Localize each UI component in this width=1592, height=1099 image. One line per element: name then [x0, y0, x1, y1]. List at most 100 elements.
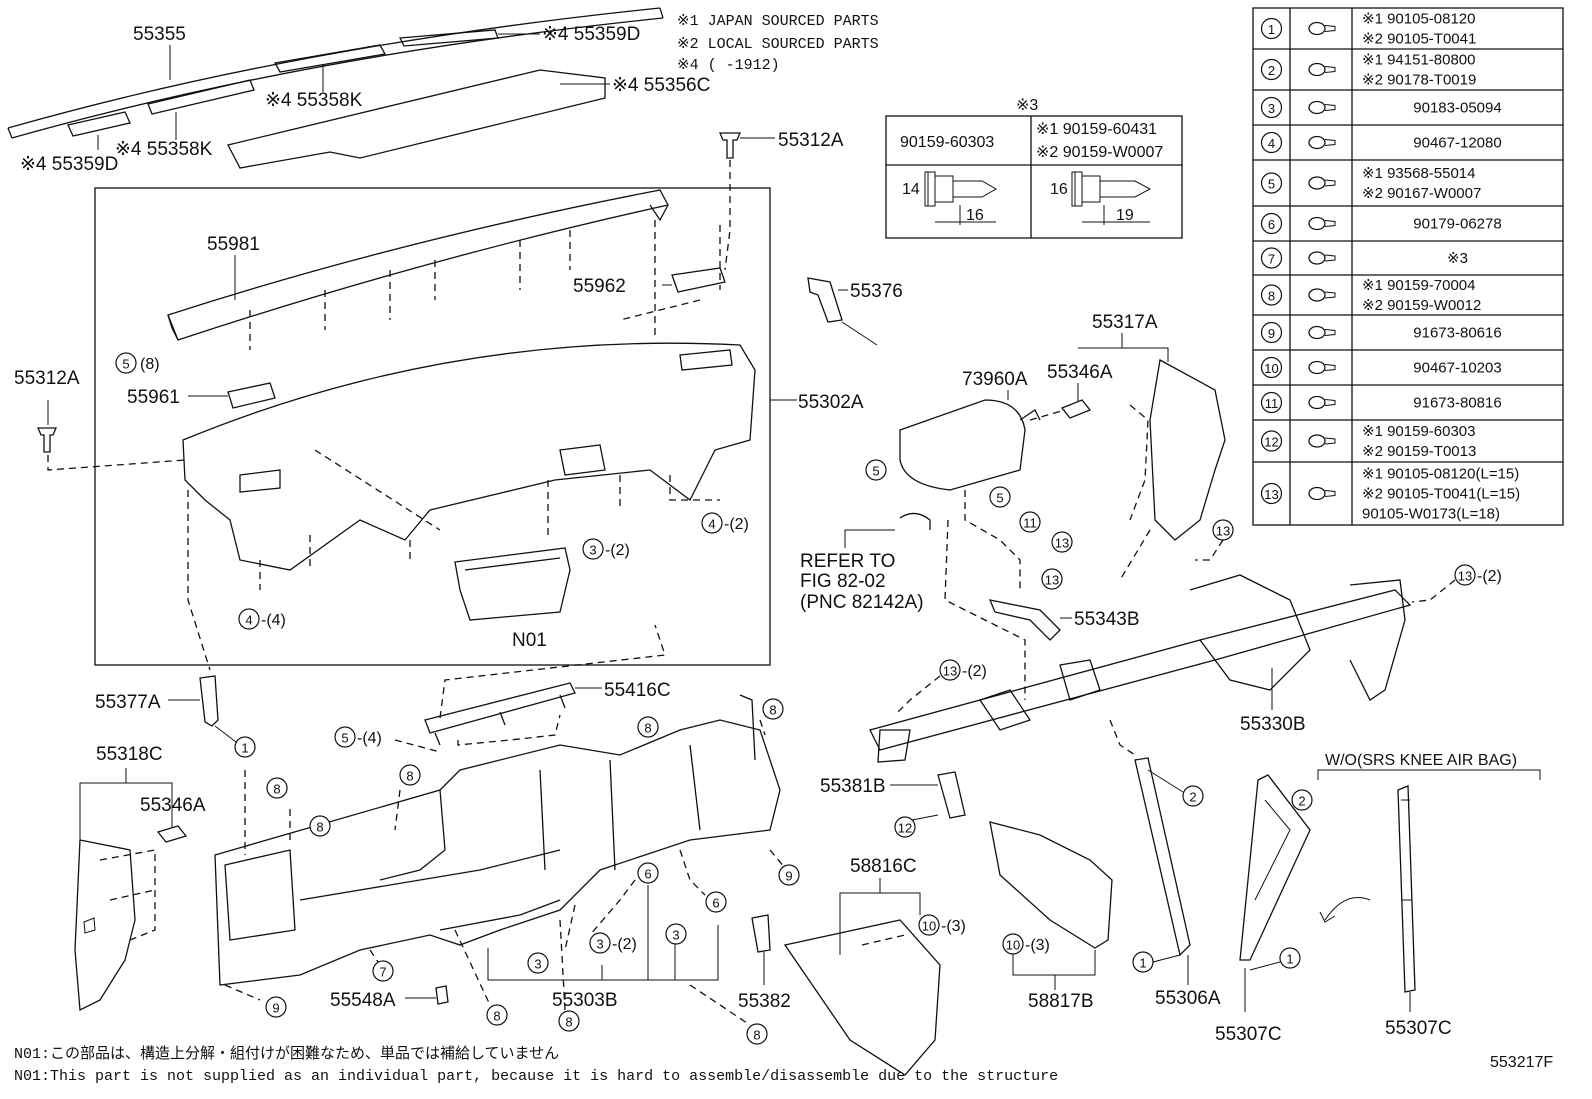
table-row-number: 7	[1268, 252, 1275, 267]
label-55355: 55355	[133, 24, 186, 45]
figure-code: 553217F	[1490, 1054, 1553, 1071]
label-55302A: 55302A	[798, 392, 864, 413]
table-part-number: ※3	[1447, 250, 1468, 267]
table-part-number: ※1 90105-08120(L=15)	[1362, 466, 1519, 483]
callout-9-a: 9	[778, 864, 800, 886]
footer-note-jp: N01:この部品は、構造上分解・組付けが困難なため、単品では補給していません	[14, 1045, 559, 1063]
callout-12: 12	[894, 816, 916, 838]
table-part-number: ※2 90159-T0013	[1362, 443, 1476, 460]
callout-3-b: 3	[665, 923, 687, 945]
table-part-number: 90183-05094	[1413, 100, 1501, 117]
label-55303B: 55303B	[552, 990, 618, 1011]
label-55346A-left: 55346A	[140, 795, 206, 816]
callout-8-f: 8	[486, 1004, 508, 1026]
table-row-number: 3	[1268, 101, 1275, 116]
dash-top-trim-55355	[7, 7, 664, 139]
label-55376: 55376	[850, 281, 903, 302]
side-panel-55317A	[1149, 358, 1226, 541]
callout-8-g: 8	[558, 1010, 580, 1032]
label-55306A: 55306A	[1155, 988, 1221, 1009]
table-row-number-circle	[1260, 284, 1283, 306]
callout-8-h: 8	[746, 1023, 768, 1045]
clip-55548A	[435, 985, 449, 1005]
svg-text:5: 5	[996, 491, 1003, 506]
callout-6-a: 6	[637, 862, 659, 884]
fastener-icon	[1308, 251, 1336, 265]
pad-55359D-left	[67, 111, 131, 137]
brace-55306A	[1134, 757, 1191, 957]
callout-3-2-bot: 3	[589, 932, 611, 954]
callout-9-b: 9	[265, 996, 287, 1018]
fastener-icon	[1308, 395, 1336, 410]
svg-text:13: 13	[1458, 569, 1472, 584]
label-55312A-top: 55312A	[778, 130, 844, 151]
label-55356C: ※4 55356C	[612, 75, 710, 96]
label-55359D-left: ※4 55359D	[20, 154, 118, 175]
table-row-number: 1	[1268, 22, 1275, 37]
fastener-icon	[1308, 135, 1336, 150]
callout-5-qty-lower: -(4)	[357, 730, 382, 747]
label-73960A: 73960A	[962, 369, 1028, 390]
table-row-number-circle	[1260, 391, 1283, 414]
label-55312A-left: 55312A	[14, 368, 80, 389]
clip-55346A-left	[156, 825, 188, 843]
table-row-number-circle	[1260, 247, 1283, 269]
svg-text:5: 5	[341, 731, 348, 746]
callout-8-e: 8	[309, 815, 331, 837]
table-part-number: ※2 90159-W0012	[1362, 297, 1481, 314]
svg-text:8: 8	[273, 782, 280, 797]
callout-13-c: 13	[1041, 568, 1063, 590]
callout-3-qty-bot: -(2)	[612, 936, 637, 953]
table-part-number: 90467-10203	[1413, 360, 1501, 377]
svg-text:13: 13	[943, 664, 957, 679]
callout-13-b: 13	[1212, 519, 1234, 541]
callout-5-4: 5	[334, 726, 356, 748]
connector-ref	[899, 512, 931, 530]
bracket-55416C	[424, 682, 576, 746]
fastener-icon	[1308, 216, 1336, 231]
table-part-number: ※1 90159-70004	[1362, 277, 1476, 294]
note-date-range: ※4 ( -1912)	[677, 57, 780, 74]
callout-10-qty-b: -(3)	[1025, 937, 1050, 954]
pad-55359D-top	[398, 29, 499, 47]
label-58817B: 58817B	[1028, 991, 1094, 1012]
defroster-panel-55981	[167, 189, 669, 341]
callout-5-airbag-b: 5	[989, 486, 1011, 508]
svg-text:3: 3	[672, 928, 679, 943]
callout-4-2-right: 4	[701, 512, 723, 534]
callout-2-a: 2	[1182, 785, 1204, 807]
table-row-number-circle	[1260, 96, 1283, 119]
svg-text:13: 13	[1216, 524, 1230, 539]
svg-text:8: 8	[406, 769, 413, 784]
svg-text:13: 13	[1055, 536, 1069, 551]
table-row-number-circle	[1260, 321, 1283, 344]
label-55548A: 55548A	[330, 990, 396, 1011]
label-N01: N01	[512, 630, 547, 651]
table-row-number: 11	[1265, 396, 1279, 411]
table-part-number: ※1 93568-55014	[1362, 165, 1476, 182]
fastener-icon	[1308, 100, 1336, 115]
label-55330B: 55330B	[1240, 714, 1306, 735]
svg-text:4: 4	[708, 517, 715, 532]
callout-13-2-left: 13	[939, 659, 961, 681]
callout-10-3-a: 10	[918, 914, 940, 936]
fastener-box-3	[885, 115, 1183, 239]
label-55382: 55382	[738, 991, 791, 1012]
pad-55358K-a	[273, 44, 387, 73]
label-55962: 55962	[573, 276, 626, 297]
callout-13-a: 13	[1051, 531, 1073, 553]
callout-1-b: 1	[1132, 951, 1154, 973]
table-row-number-circle	[1260, 17, 1283, 40]
table-row-number: 10	[1264, 361, 1278, 376]
table-row-number: 5	[1268, 177, 1275, 192]
table-row-number: 6	[1268, 217, 1275, 232]
callout-3-c: 3	[527, 952, 549, 974]
callout-8-d: 8	[266, 777, 288, 799]
svg-text:3: 3	[589, 543, 596, 558]
clip-55312A-left	[37, 427, 57, 453]
callout-13-qty-r: -(2)	[1477, 568, 1502, 585]
box3-dim-right-h: 16	[1050, 181, 1068, 198]
table-part-number: 90105-W0173(L=18)	[1362, 506, 1500, 523]
callout-1-a: 1	[234, 736, 256, 758]
